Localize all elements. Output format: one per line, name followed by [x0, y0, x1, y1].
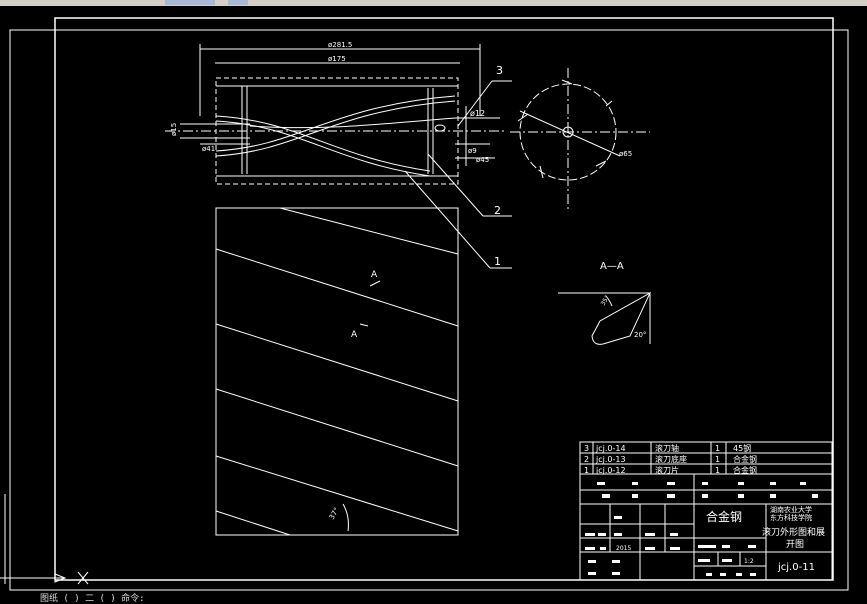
bom-cell-material: 合金钢 [733, 465, 757, 475]
command-line-text: 图纸 ( ) 二 ( ) 命令: [40, 594, 145, 604]
title-school-line1: 湖南农业大学 [770, 505, 812, 514]
ucs-icon [0, 494, 89, 585]
bom-cell-code: jcj.0-14 [595, 444, 626, 453]
title-block-placeholder-glyphs [585, 482, 818, 576]
cutter-front-view [165, 44, 512, 269]
bom-cell-code: jcj.0-12 [595, 466, 626, 475]
bom-cell-qty: 1 [715, 444, 720, 453]
angle-helix: 37° [328, 506, 341, 521]
angle-a1: 35° [600, 294, 611, 307]
title-drawing-number: jcj.0-11 [777, 562, 815, 573]
dim-outer-width: ø281.5 [328, 41, 352, 49]
dim-d65: ø65 [619, 150, 632, 158]
section-aa-view [558, 291, 652, 345]
bom-cell-no: 2 [584, 455, 589, 464]
bom-cell-name: 滚刀底座 [655, 454, 687, 464]
balloon-2: 2 [494, 204, 501, 217]
dim-inner-width: ø175 [328, 55, 346, 63]
bom-cell-qty: 1 [715, 455, 720, 464]
dim-hole: ø12 [470, 109, 485, 118]
dim-d45: ø45 [476, 156, 489, 164]
title-school-line2: 东方科技学院 [770, 513, 812, 522]
balloon-1: 1 [494, 255, 501, 268]
toolbar-button[interactable] [165, 0, 215, 5]
bom-cell-no: 1 [584, 466, 589, 475]
development-view [215, 207, 459, 536]
dim-bore: ø41 [202, 145, 215, 153]
section-mark-lower: A [351, 330, 358, 340]
angle-a2: 20° [634, 331, 646, 339]
title-date: 2015 [616, 545, 631, 552]
bom-cell-material: 合金钢 [733, 454, 757, 464]
dim-shaft-dia: ø15 [170, 123, 178, 136]
title-block [579, 473, 833, 581]
title-drawing-line1: 滚刀外形图和展 [762, 526, 825, 538]
command-line[interactable]: 图纸 ( ) 二 ( ) 命令: [0, 593, 867, 604]
toolbar-button[interactable] [228, 0, 248, 5]
dim-d9: ø9 [468, 147, 477, 155]
bom-cell-name: 滚刀轴 [655, 443, 679, 453]
bom-cell-material: 45钢 [733, 443, 751, 453]
sheet-border [9, 29, 849, 591]
title-material: 合金钢 [706, 509, 742, 524]
bom-cell-code: jcj.0-13 [595, 455, 626, 464]
bom-cell-qty: 1 [715, 466, 720, 475]
bom-cell-no: 3 [584, 444, 589, 453]
drawing-frame [54, 17, 834, 581]
section-mark-upper: A [371, 270, 378, 280]
bom-cell-name: 滚刀片 [655, 465, 679, 475]
section-title: A—A [600, 261, 624, 272]
title-scale: 1:2 [744, 558, 754, 565]
balloon-3: 3 [496, 64, 503, 77]
drawing-canvas[interactable]: ø281.5 ø175 ø15 ø41 ø12 ø9 ø45 3 2 1 ø65… [0, 6, 867, 594]
title-drawing-line2: 开图 [786, 539, 804, 550]
toolbar-strip [0, 0, 867, 6]
cutter-side-view [510, 68, 650, 211]
